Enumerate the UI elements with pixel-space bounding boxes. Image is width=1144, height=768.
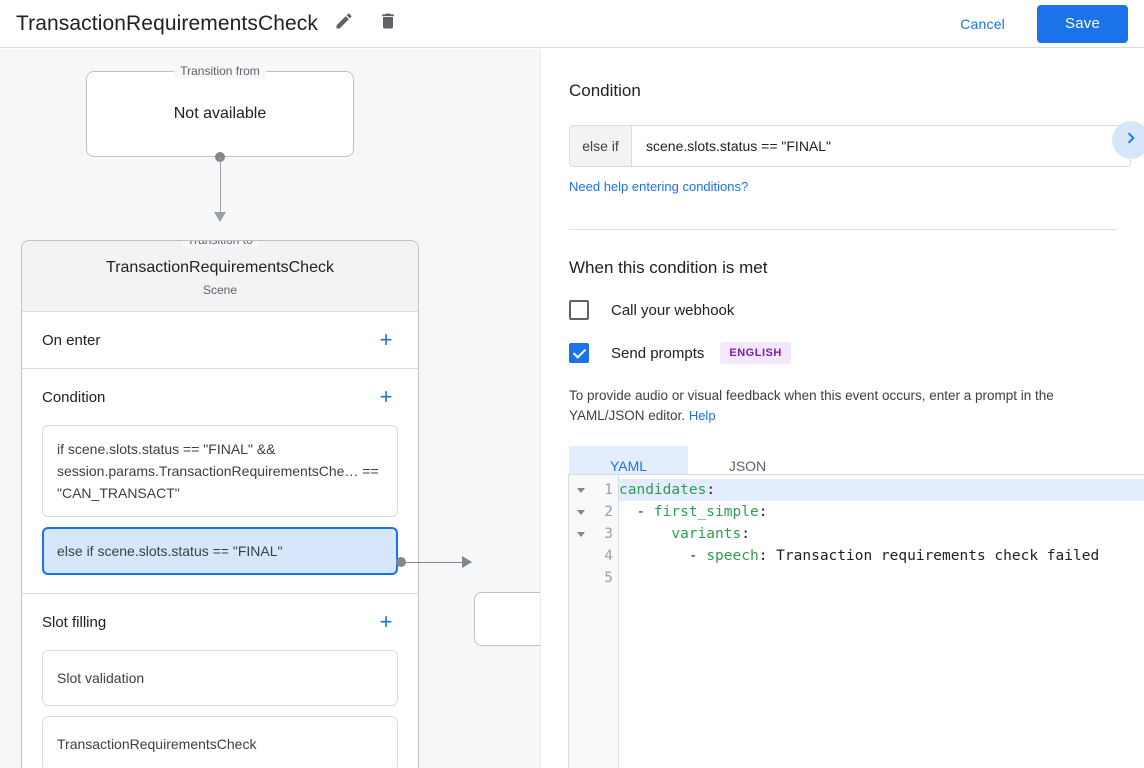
transition-to-title: TransactionRequirementsCheck: [106, 259, 334, 276]
add-on-enter-button[interactable]: +: [379, 327, 393, 352]
send-prompts-checkbox[interactable]: [569, 343, 589, 363]
trash-icon: [378, 11, 398, 36]
line-number: 4: [604, 548, 613, 564]
chevron-right-icon: [1120, 127, 1142, 154]
app-header: TransactionRequirementsCheck Cancel Save: [0, 0, 1144, 48]
caret-down-icon: [577, 531, 585, 537]
fold-marker[interactable]: [577, 479, 585, 501]
section-condition-header: Condition +: [42, 369, 398, 425]
section-slot-filling: Slot filling + Slot validation Transacti…: [22, 594, 418, 768]
call-webhook-label: Call your webhook: [611, 301, 735, 319]
connector-arrow-down: [214, 212, 226, 222]
language-badge: ENGLISH: [720, 342, 791, 364]
send-prompts-description: To provide audio or visual feedback when…: [569, 386, 1116, 426]
condition-help-link[interactable]: Need help entering conditions?: [569, 179, 749, 194]
caret-down-icon: [577, 509, 585, 515]
target-node[interactable]: [474, 592, 540, 646]
caret-down-icon: [577, 487, 585, 493]
add-condition-button[interactable]: +: [379, 384, 393, 409]
panel-when-met-section: When this condition is met Call your web…: [541, 230, 1144, 486]
description-text: To provide audio or visual feedback when…: [569, 388, 1054, 423]
line-number: 5: [604, 570, 613, 586]
condition-item-selected[interactable]: else if scene.slots.status == "FINAL": [42, 527, 398, 575]
section-slot-filling-header: Slot filling +: [42, 594, 398, 650]
section-slot-filling-title: Slot filling: [42, 613, 107, 631]
transition-to-node[interactable]: Transition to TransactionRequirementsChe…: [21, 240, 419, 768]
expand-panel-button[interactable]: [1112, 121, 1144, 159]
transition-to-legend: Transition to: [181, 241, 259, 247]
transition-to-header: TransactionRequirementsCheck Scene: [22, 241, 418, 312]
fold-marker[interactable]: [577, 501, 585, 523]
code-line[interactable]: candidates:: [619, 479, 1144, 501]
editor-code-area[interactable]: candidates: - first_simple: variants: - …: [619, 475, 1144, 768]
code-line[interactable]: variants:: [671, 526, 750, 542]
condition-item[interactable]: if scene.slots.status == "FINAL" && sess…: [42, 425, 398, 517]
editor-line-numbers: 1 2 3 4 5: [593, 475, 619, 768]
page-title: TransactionRequirementsCheck: [16, 11, 318, 35]
panel-condition-section: Condition else if Need help entering con…: [541, 49, 1144, 230]
slot-filling-item[interactable]: Slot validation: [42, 650, 398, 706]
condition-prefix-label: else if: [570, 126, 632, 166]
code-line[interactable]: - first_simple:: [619, 504, 768, 520]
when-met-heading: When this condition is met: [569, 258, 768, 277]
branch-connector-line: [406, 562, 466, 563]
code-editor[interactable]: 1 2 3 4 5 candidates: - first_simple: varian…: [568, 474, 1144, 768]
fold-marker[interactable]: [577, 523, 585, 545]
send-prompts-label: Send prompts: [611, 344, 705, 362]
line-number: 1: [604, 482, 613, 498]
pencil-icon: [334, 11, 354, 36]
help-link[interactable]: Help: [688, 408, 716, 423]
condition-expression-input[interactable]: [632, 126, 1130, 166]
transition-from-legend: Transition from: [174, 64, 266, 78]
section-condition: Condition + if scene.slots.status == "FI…: [22, 369, 418, 594]
line-number: 2: [604, 504, 613, 520]
send-prompts-row[interactable]: Send prompts ENGLISH: [569, 342, 1116, 364]
slot-filling-item[interactable]: TransactionRequirementsCheck: [42, 716, 398, 768]
section-on-enter-header: On enter +: [42, 312, 398, 368]
line-number: 3: [604, 526, 613, 542]
webhook-row[interactable]: Call your webhook: [569, 300, 1116, 320]
connector-line-vertical: [220, 157, 221, 215]
condition-field-row: else if: [569, 125, 1131, 167]
flow-canvas[interactable]: Transition from Not available Transition…: [0, 49, 540, 768]
section-on-enter-title: On enter: [42, 331, 101, 349]
panel-condition-heading: Condition: [569, 81, 641, 100]
section-condition-title: Condition: [42, 388, 106, 406]
save-button[interactable]: Save: [1037, 4, 1128, 43]
edit-name-button[interactable]: [326, 6, 362, 42]
branch-connector-dot: [396, 557, 406, 567]
section-on-enter: On enter +: [22, 312, 418, 369]
branch-connector-arrow: [462, 556, 472, 568]
add-slot-filling-button[interactable]: +: [379, 609, 393, 634]
cancel-button[interactable]: Cancel: [944, 8, 1021, 40]
panel-divider: [569, 229, 1116, 230]
transition-from-node[interactable]: Transition from Not available: [86, 64, 354, 157]
transition-from-text: Not available: [173, 105, 267, 122]
call-webhook-checkbox[interactable]: [569, 300, 589, 320]
code-line[interactable]: [619, 567, 1144, 589]
tab-json[interactable]: JSON: [728, 458, 767, 474]
editor-fold-column: [569, 475, 593, 768]
code-line[interactable]: - speech: Transaction requirements check…: [619, 548, 1100, 564]
delete-button[interactable]: [370, 6, 406, 42]
transition-to-subtitle: Scene: [202, 283, 238, 297]
